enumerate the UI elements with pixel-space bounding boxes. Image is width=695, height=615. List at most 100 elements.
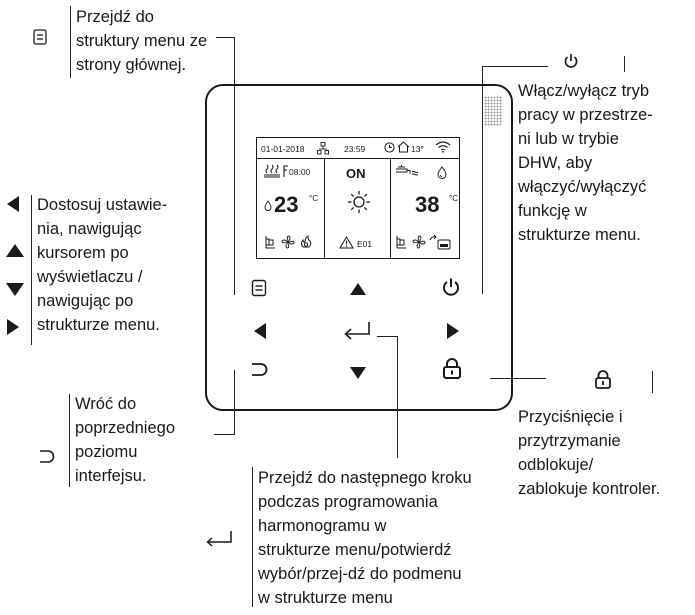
power-annotation-line: ni lub w trybie: [518, 130, 619, 148]
power-annotation-line: strukturze menu.: [518, 226, 641, 244]
screen-status: ON: [346, 166, 366, 181]
water-drop-icon-left: [264, 200, 272, 211]
enter-leader-v: [397, 336, 399, 458]
back-annotation-line: Wróć do: [75, 395, 137, 413]
enter-annotation-line: w strukturze menu: [258, 589, 393, 607]
enter-icon: [206, 531, 232, 547]
triangle-left-icon: [7, 196, 19, 212]
power-annotation-text: Włącz/wyłącz tryb pracy w przestrze- ni …: [518, 79, 653, 247]
enter-annotation-line: Przejdź do następnego kroku: [258, 469, 472, 487]
navigate-annotation-line: Dostosuj ustawie-: [37, 196, 168, 214]
navigate-annotation-line: strukturze menu.: [37, 316, 160, 334]
back-annotation-line: poprzedniego: [75, 419, 175, 437]
screen-date: 01-01-2018: [261, 144, 305, 154]
enter-annotation-line: podczas programowania: [258, 493, 438, 511]
screen-outdoor-temp: 13°: [411, 144, 424, 154]
screen-time: 23:59: [344, 144, 366, 154]
speaker-grille: [484, 96, 502, 126]
power-button[interactable]: [441, 277, 461, 297]
screen-water-unit: °C: [449, 194, 458, 203]
navigate-annotation-text: Dostosuj ustawie- nia, nawigując kursore…: [37, 193, 167, 337]
menu-annotation-line: Przejdź do: [76, 8, 154, 26]
sun-icon: [348, 191, 370, 213]
enter-annotation-line: wybór/przej-dź do podmenu: [258, 565, 462, 583]
lock-annotation-text: Przyciśnięcie i przytrzymanie odblokuje/…: [518, 405, 660, 501]
lock-annotation-line: Przyciśnięcie i: [518, 408, 623, 426]
warning-icon: [339, 236, 354, 249]
menu-annotation-line: strony głównej.: [76, 56, 187, 74]
menu-icon: [33, 29, 47, 45]
water-drop-icon-right: [437, 166, 447, 179]
heating-icon: [301, 235, 312, 248]
screen-column-divider-right: [390, 158, 391, 258]
screen-schedule-time: 08:00: [289, 167, 311, 177]
back-annotation-line: interfejsu.: [75, 467, 147, 485]
enter-annotation-bar: [252, 467, 254, 607]
down-button[interactable]: [349, 366, 367, 380]
floor-heating-icon: [264, 164, 280, 178]
fan-icon-right: [412, 235, 426, 249]
screen-room-temp: 23: [274, 192, 299, 217]
schedule-icon: [283, 165, 288, 177]
menu-annotation-line: struktury menu ze: [76, 32, 208, 50]
left-button[interactable]: [253, 322, 267, 340]
enter-annotation-line: strukturze menu/potwierdź: [258, 541, 452, 559]
back-annotation-text: Wróć do poprzedniego poziomu interfejsu.: [75, 392, 175, 488]
menu-leader-v: [234, 37, 236, 295]
lock-annotation-line: zablokuje kontroler.: [518, 480, 661, 498]
triangle-right-icon: [7, 319, 19, 335]
back-leader-v: [234, 370, 236, 435]
screen-water-temp: 38: [415, 192, 440, 217]
power-leader-h: [482, 66, 548, 68]
lock-icon-bar: [652, 371, 654, 393]
power-annotation-line: funkcję w: [518, 202, 587, 220]
triangle-up-icon: [6, 244, 24, 257]
enter-annotation-line: harmonogramu w: [258, 517, 387, 535]
power-annotation-line: pracy w przestrze-: [518, 106, 653, 124]
radiator-icon-right: [396, 236, 406, 249]
wifi-icon: [435, 141, 451, 153]
lock-annotation-line: przytrzymanie: [518, 432, 621, 450]
back-annotation-line: poziomu: [75, 443, 138, 461]
enter-button[interactable]: [343, 320, 371, 340]
fan-icon-left: [281, 235, 295, 249]
menu-button[interactable]: [251, 279, 267, 297]
radiator-icon: [265, 236, 275, 249]
screen-header-divider: [257, 158, 459, 159]
display-screen: 01-01-2018 23:59 13° 08:00 23 °C: [256, 137, 460, 259]
power-icon-bar: [624, 56, 626, 72]
clock-icon: [384, 142, 395, 153]
screen-room-unit: °C: [309, 194, 318, 203]
house-icon: [397, 141, 410, 153]
lock-button[interactable]: [442, 358, 462, 380]
navigate-annotation-line: wyświetlaczu /: [37, 268, 143, 286]
back-button[interactable]: [250, 361, 268, 379]
power-annotation-line: DHW, aby: [518, 154, 593, 172]
menu-annotation-text: Przejdź do struktury menu ze strony głów…: [76, 5, 207, 77]
back-icon: [40, 450, 55, 463]
enter-annotation-text: Przejdź do następnego kroku podczas prog…: [258, 466, 472, 610]
hot-water-tap-icon: [396, 165, 419, 176]
up-button[interactable]: [349, 282, 367, 296]
back-annotation-bar: [69, 394, 71, 487]
power-annotation-line: Włącz/wyłącz tryb: [518, 82, 650, 100]
lock-annotation-line: odblokuje/: [518, 456, 594, 474]
power-leader-v: [482, 66, 484, 294]
screen-column-divider-left: [324, 158, 325, 258]
enter-leader-h: [377, 336, 398, 338]
menu-leader-h: [216, 37, 235, 39]
power-icon: [564, 54, 578, 68]
power-annotation-line: włączyć/wyłączyć: [518, 178, 647, 196]
back-leader-h: [214, 434, 235, 436]
navigate-annotation-line: kursorem po: [37, 244, 129, 262]
network-icon: [317, 142, 329, 155]
controller-panel: [205, 84, 513, 411]
navigate-annotation-line: nia, nawigując: [37, 220, 142, 238]
navigate-annotation-line: nawigując po: [37, 292, 134, 310]
tank-icon: [429, 234, 451, 250]
navigate-annotation-bar: [31, 195, 33, 345]
triangle-down-icon: [6, 283, 24, 296]
lock-leader-h: [490, 378, 546, 380]
right-button[interactable]: [446, 322, 460, 340]
screen-error-code: E01: [357, 239, 373, 249]
